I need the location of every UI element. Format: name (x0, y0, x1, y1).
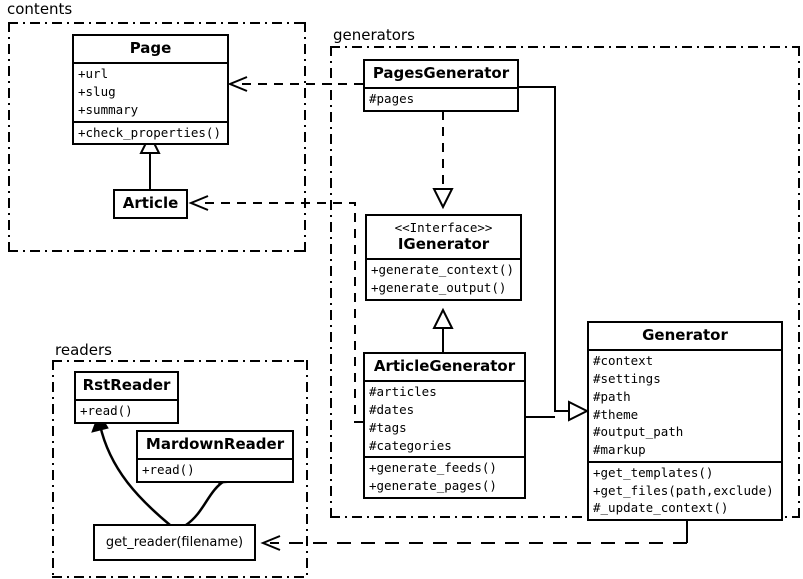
class-rstreader[interactable]: RstReader +read() (74, 371, 179, 424)
class-generator-attribute: #context (593, 353, 654, 369)
class-igenerator[interactable]: <<Interface>> IGenerator +generate_conte… (365, 214, 522, 301)
class-page-name: Page (129, 39, 172, 57)
class-articlegenerator-attribute: #dates (369, 402, 415, 417)
package-readers-border-left (52, 360, 54, 578)
relation-pagesgenerator-to-generator-line (519, 86, 569, 412)
class-page-attribute: +slug (78, 84, 116, 99)
class-generator-method: +get_files(path,exclude) (593, 482, 774, 498)
class-pagesgenerator-attribute: #pages (369, 91, 415, 107)
class-generator-attribute: #output_path (593, 424, 684, 440)
class-igenerator-method: +generate_output() (371, 280, 507, 295)
function-box-get-reader-label: get_reader(filename) (105, 535, 244, 550)
class-generator-methods: +get_templates() +get_files(path,exclude… (589, 460, 781, 519)
package-label-generators: generators (330, 26, 418, 44)
package-readers-border-right (306, 360, 308, 578)
class-rstreader-methods: +read() (76, 399, 177, 422)
relation-pagesgenerator-to-page-arrowhead (227, 76, 248, 92)
class-rstreader-method: +read() (80, 403, 133, 419)
class-page-methods: +check_properties() (74, 120, 227, 144)
package-generators-border-top (330, 46, 800, 48)
class-articlegenerator[interactable]: ArticleGenerator #articles #dates #tags … (363, 352, 526, 499)
class-page[interactable]: Page +url +slug +summary +check_properti… (72, 34, 229, 146)
class-articlegenerator-attributes: #articles #dates #tags #categories (365, 380, 524, 456)
class-mardownreader-method: +read() (142, 462, 195, 478)
package-label-contents: contents (4, 0, 76, 18)
class-pagesgenerator[interactable]: PagesGenerator #pages (363, 59, 519, 112)
relation-articlegenerator-to-article-line (198, 202, 363, 423)
package-label-readers: readers (52, 341, 115, 359)
class-generator-attribute: #settings (593, 371, 661, 386)
class-mardownreader[interactable]: MardownReader +read() (136, 430, 294, 483)
class-generator-name: Generator (642, 326, 728, 344)
class-articlegenerator-attribute: #articles (369, 384, 437, 400)
package-contents-border-left (8, 22, 10, 252)
package-generators-border-bottom (330, 516, 800, 518)
class-rstreader-name: RstReader (82, 376, 171, 394)
relation-generator-to-getreader-arrowhead (260, 535, 281, 551)
class-mardownreader-methods: +read() (138, 458, 292, 481)
class-igenerator-name: IGenerator (397, 235, 490, 253)
package-readers-border-top (52, 360, 308, 362)
package-readers-border-bottom (52, 576, 308, 578)
package-contents-border-right (304, 22, 306, 252)
relation-to-generator-arrowhead (568, 400, 590, 422)
package-generators-border-left (330, 46, 332, 518)
class-pagesgenerator-attributes: #pages (365, 87, 517, 110)
class-igenerator-method: +generate_context() (371, 262, 514, 278)
class-generator[interactable]: Generator #context #settings #path #them… (587, 321, 783, 521)
class-generator-attributes: #context #settings #path #theme #output_… (589, 349, 781, 461)
relation-articlegenerator-to-igenerator-arrowhead (432, 307, 454, 329)
class-page-attributes: +url +slug +summary (74, 62, 227, 120)
class-articlegenerator-attribute: #categories (369, 437, 452, 453)
class-article-name: Article (122, 194, 179, 212)
class-page-method: +check_properties() (78, 124, 221, 140)
relation-getreader-to-mardownreader-curve (185, 478, 227, 527)
class-articlegenerator-name: ArticleGenerator (373, 357, 516, 375)
relation-articlegenerator-to-article-arrowhead (188, 195, 209, 211)
class-pagesgenerator-name: PagesGenerator (372, 64, 510, 82)
class-igenerator-methods: +generate_context() +generate_output() (367, 258, 520, 299)
class-mardownreader-name: MardownReader (145, 435, 285, 453)
class-article[interactable]: Article (113, 189, 188, 220)
class-generator-attribute: #markup (593, 442, 646, 457)
class-generator-method: #_update_context() (593, 500, 729, 516)
package-contents-border-top (8, 22, 306, 24)
package-contents-border-bottom (8, 250, 306, 252)
class-articlegenerator-methods: +generate_feeds() +generate_pages() (365, 456, 524, 497)
class-igenerator-header: <<Interface>> IGenerator (367, 216, 520, 258)
class-articlegenerator-attribute: #tags (369, 419, 407, 435)
class-igenerator-stereotype: <<Interface>> (394, 220, 493, 235)
package-generators-border-right (798, 46, 800, 518)
class-articlegenerator-method: +generate_feeds() (369, 460, 497, 476)
relation-pagesgenerator-to-igenerator-arrowhead (432, 188, 454, 210)
class-articlegenerator-method: +generate_pages() (369, 478, 497, 493)
class-generator-attribute: #path (593, 388, 631, 404)
class-page-attribute: +url (78, 66, 109, 82)
class-generator-method: +get_templates() (593, 464, 714, 480)
class-page-attribute: +summary (78, 101, 139, 117)
class-generator-attribute: #theme (593, 406, 639, 422)
function-box-get-reader[interactable]: get_reader(filename) (93, 524, 256, 561)
